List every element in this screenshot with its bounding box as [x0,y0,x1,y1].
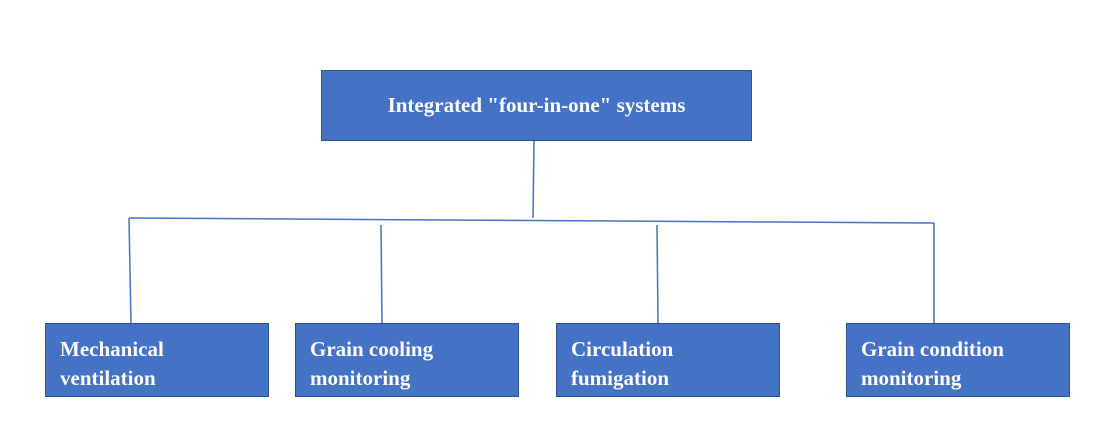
root-stem-line [532,140,535,219]
child-node-circulation-fumigation: Circulation fumigation [556,323,780,397]
child-node-label-line1: Mechanical [60,337,164,361]
child-node-label-line1: Grain condition [861,337,1004,361]
branch-line-mechanical-ventilation [128,217,132,324]
child-node-label-line2: fumigation [571,366,670,390]
branch-line-circulation-fumigation [656,224,659,324]
child-node-label-line1: Circulation [571,337,674,361]
root-node-label: Integrated "four-in-one" systems [387,93,686,117]
root-node-box: Integrated "four-in-one" systems [321,70,752,141]
child-node-grain-cooling-monitoring: Grain cooling monitoring [295,323,519,397]
child-node-mechanical-ventilation: Mechanical ventilation [45,323,269,397]
branch-line-grain-cooling-monitoring [380,224,383,324]
child-node-label-line2: monitoring [861,366,962,390]
child-node-label-line2: monitoring [310,366,411,390]
child-node-grain-condition-monitoring: Grain condition monitoring [846,323,1070,397]
child-node-label-line1: Grain cooling [310,337,434,361]
horizontal-bus-line [128,217,935,224]
child-node-label-line2: ventilation [60,366,156,390]
